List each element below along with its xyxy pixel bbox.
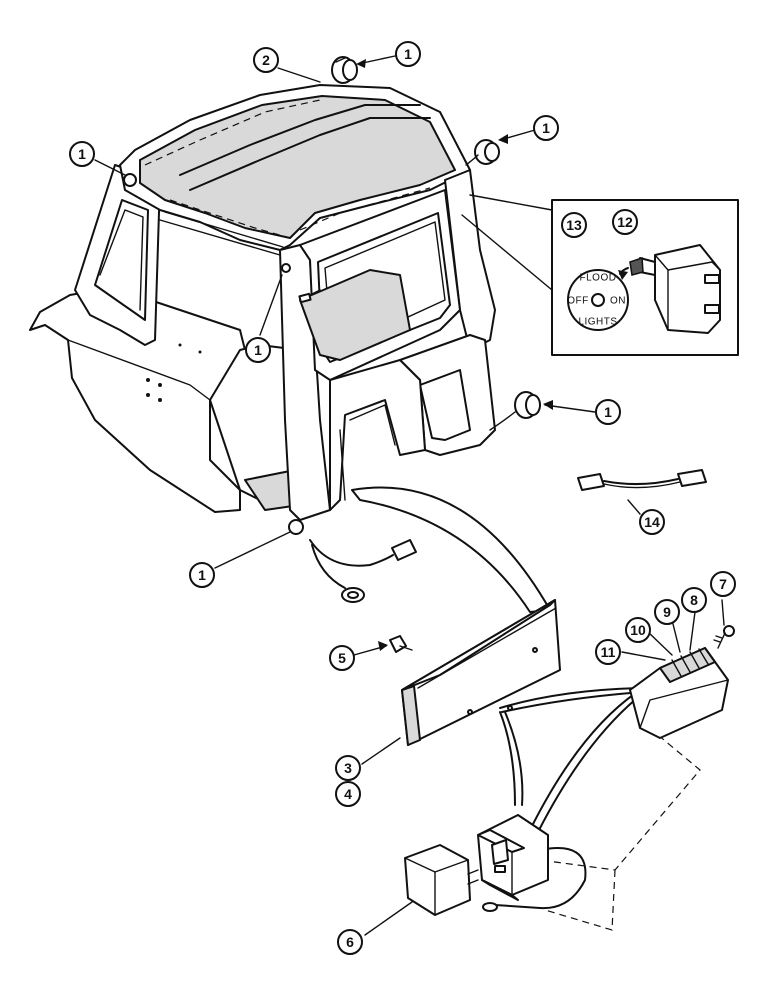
callout-c14: 14 xyxy=(639,509,665,535)
grommet-top xyxy=(331,56,358,84)
callout-c1_left: 1 xyxy=(69,141,95,167)
callout-c7: 7 xyxy=(710,571,736,597)
svg-text:14: 14 xyxy=(644,514,660,530)
exploded-view-arrow xyxy=(351,486,551,613)
cab-front-right-pillar xyxy=(444,169,496,351)
relay xyxy=(404,844,479,916)
pillar-grommet-hole-bottom xyxy=(288,519,304,535)
svg-text:3: 3 xyxy=(344,760,352,776)
svg-text:2: 2 xyxy=(262,52,270,68)
svg-text:12: 12 xyxy=(617,214,633,230)
svg-text:1: 1 xyxy=(78,146,86,162)
cab-roof-top xyxy=(139,95,456,239)
pillar-grommet-hole-left xyxy=(281,263,291,273)
callout-c13: 13 xyxy=(561,212,587,238)
grommet-upper-right xyxy=(465,139,500,166)
svg-text:10: 10 xyxy=(630,622,646,638)
dial-label-on: ON xyxy=(610,296,626,307)
dial-label-lights: LIGHTS xyxy=(578,317,617,328)
callout-c12: 12 xyxy=(612,209,638,235)
svg-text:6: 6 xyxy=(346,934,354,950)
svg-text:1: 1 xyxy=(404,46,412,62)
flood-light-switch-dial: FLOOD OFF ON LIGHTS xyxy=(567,269,629,331)
roof-grommet-hole-left xyxy=(123,173,137,187)
svg-text:5: 5 xyxy=(338,650,346,666)
wiring-harness xyxy=(482,687,701,931)
callout-c8: 8 xyxy=(681,587,707,613)
svg-text:13: 13 xyxy=(566,217,582,233)
callout-c11: 11 xyxy=(595,639,621,665)
jumper-harness xyxy=(577,469,707,491)
pillar-lamp-cable xyxy=(309,539,417,603)
callout-c2: 2 xyxy=(253,47,279,73)
callout-c9: 9 xyxy=(654,599,680,625)
svg-text:1: 1 xyxy=(542,120,550,136)
grommet-right xyxy=(489,391,541,431)
callout-c6: 6 xyxy=(337,929,363,955)
connector-screw xyxy=(713,625,735,649)
cab-rear-lower-left-arch xyxy=(329,359,426,511)
callout-c1_right: 1 xyxy=(595,399,621,425)
inset-callout-lines xyxy=(461,194,553,291)
multi-pin-connector xyxy=(629,647,729,739)
screw xyxy=(389,635,413,653)
svg-text:8: 8 xyxy=(690,592,698,608)
callout-c3: 3 xyxy=(335,755,361,781)
callout-c5: 5 xyxy=(329,645,355,671)
svg-text:4: 4 xyxy=(344,786,352,802)
callout-c10: 10 xyxy=(625,617,651,643)
flood-light-switch xyxy=(618,244,721,334)
cab-interior-seat xyxy=(299,269,411,361)
svg-text:9: 9 xyxy=(663,604,671,620)
relay-socket xyxy=(477,814,549,901)
callout-c1_bottom: 1 xyxy=(189,562,215,588)
svg-text:1: 1 xyxy=(198,567,206,583)
callout-c1_pillar: 1 xyxy=(245,337,271,363)
svg-text:11: 11 xyxy=(601,644,616,660)
dial-label-flood: FLOOD xyxy=(580,273,617,284)
tractor-cab xyxy=(29,84,496,535)
callout-c4: 4 xyxy=(335,781,361,807)
svg-text:7: 7 xyxy=(719,576,727,592)
svg-text:1: 1 xyxy=(254,342,262,358)
mounting-bracket xyxy=(401,599,561,746)
dial-label-off: OFF xyxy=(567,296,589,307)
callout-c1_top: 1 xyxy=(395,41,421,67)
svg-text:1: 1 xyxy=(604,404,612,420)
callout-c1_upper_right: 1 xyxy=(533,115,559,141)
